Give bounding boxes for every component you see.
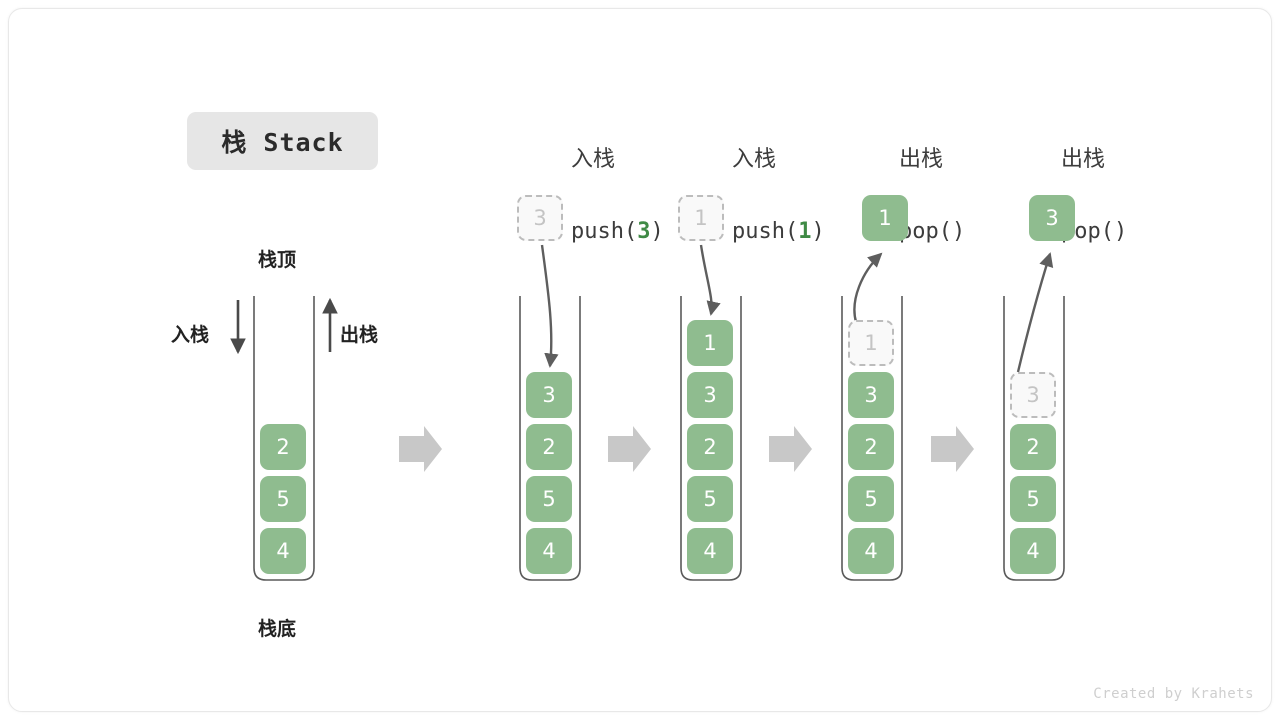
stack-bottom-label: 栈底 bbox=[258, 618, 297, 640]
diagram-title: 栈 Stack bbox=[187, 112, 378, 170]
stack-cell: 2 bbox=[1010, 424, 1056, 470]
stack-cell: 2 bbox=[260, 424, 306, 470]
column-head-code-post: ) bbox=[650, 219, 664, 244]
incoming-element-ghost: 3 bbox=[517, 195, 563, 241]
column-head-cn: 出栈 bbox=[898, 147, 943, 172]
stack-cell: 2 bbox=[526, 424, 572, 470]
stack-cell: 5 bbox=[848, 476, 894, 522]
stack-cell: 5 bbox=[1010, 476, 1056, 522]
stack-cell: 5 bbox=[260, 476, 306, 522]
column-head-push-1: 入栈 push(1) bbox=[679, 106, 839, 286]
stack-top-label: 栈顶 bbox=[258, 249, 297, 271]
column-head-code-pre: push( bbox=[570, 219, 638, 244]
column-head-arg: 3 bbox=[637, 219, 651, 244]
removed-element-ghost: 1 bbox=[848, 320, 894, 366]
stack-cell: 3 bbox=[848, 372, 894, 418]
column-head-code-post: ) bbox=[811, 219, 825, 244]
stack-cell: 5 bbox=[687, 476, 733, 522]
stack-cell: 4 bbox=[687, 528, 733, 574]
push-direction-label: 入栈 bbox=[171, 324, 210, 346]
removed-element-ghost: 3 bbox=[1010, 372, 1056, 418]
column-head-code-pre: push( bbox=[731, 219, 799, 244]
stack-cell: 4 bbox=[260, 528, 306, 574]
pop-direction-label: 出栈 bbox=[340, 324, 379, 346]
stack-cell: 4 bbox=[1010, 528, 1056, 574]
incoming-element-ghost: 1 bbox=[678, 195, 724, 241]
popped-element: 1 bbox=[862, 195, 908, 241]
stack-cell: 3 bbox=[687, 372, 733, 418]
stack-cell: 3 bbox=[526, 372, 572, 418]
column-head-code-post: ) bbox=[951, 219, 966, 244]
popped-element: 3 bbox=[1029, 195, 1075, 241]
stack-cell: 1 bbox=[687, 320, 733, 366]
column-head-cn: 入栈 bbox=[570, 147, 615, 172]
column-head-push-3: 入栈 push(3) bbox=[518, 106, 678, 286]
column-head-arg: 1 bbox=[798, 219, 812, 244]
credit-text: Created by Krahets bbox=[1093, 686, 1254, 702]
stack-cell: 4 bbox=[848, 528, 894, 574]
stack-cell: 4 bbox=[526, 528, 572, 574]
stack-cell: 2 bbox=[687, 424, 733, 470]
stack-cell: 5 bbox=[526, 476, 572, 522]
column-head-pop-3: 出栈 pop() bbox=[1008, 106, 1168, 286]
column-head-code-post: ) bbox=[1113, 219, 1128, 244]
column-head-cn: 出栈 bbox=[1060, 147, 1105, 172]
column-head-cn: 入栈 bbox=[731, 147, 776, 172]
stack-cell: 2 bbox=[848, 424, 894, 470]
